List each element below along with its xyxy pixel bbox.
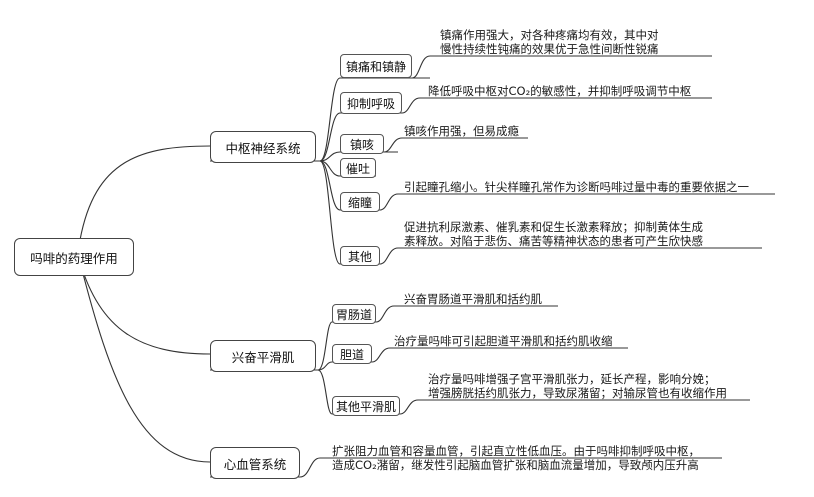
cardio-text: 扩张阻力血管和容量血管，引起直立性低血压。由于吗啡抑制呼吸中枢， 造成CO₂潴留… <box>332 444 700 472</box>
link-root-cardio <box>79 261 211 463</box>
gi-node: 胃肠道 <box>332 304 376 324</box>
cns-label: 中枢神经系统 <box>225 140 301 156</box>
miosis-line-1: 引起瞳孔缩小。针尖样瞳孔常作为诊断吗啡过量中毒的重要依据之一 <box>404 180 749 194</box>
other-line-1: 促进抗利尿激素、催乳素和促生长激素释放；抑制黄体生成 <box>404 220 703 234</box>
smooth-node: 兴奋平滑肌 <box>210 340 316 372</box>
other-smooth-line-1: 治疗量吗啡增强子宫平滑肌张力，延长产程，影响分娩； <box>428 372 716 386</box>
gi-label: 胃肠道 <box>335 307 372 322</box>
cardio-label: 心血管系统 <box>223 456 287 472</box>
respiration-text: 降低呼吸中枢对CO₂的敏感性，并抑制呼吸调节中枢 <box>428 84 691 98</box>
analgesia-label: 镇痛和镇静 <box>345 59 406 74</box>
emesis-node: 催吐 <box>340 158 376 178</box>
respiration-node: 抑制呼吸 <box>340 92 402 114</box>
other-smooth-label: 其他平滑肌 <box>335 399 396 414</box>
respiration-label: 抑制呼吸 <box>346 96 395 111</box>
other-smooth-line-2: 增强膀胱括约肌张力，导致尿潴留；对输尿管也有收缩作用 <box>428 386 727 400</box>
bile-line-1: 治疗量吗啡可引起胆道平滑肌和括约肌收缩 <box>394 334 613 348</box>
bile-node: 胆道 <box>332 344 372 364</box>
analgesia-line-1: 镇痛作用强大，对各种疼痛均有效，其中对 <box>440 28 659 42</box>
gi-line-1: 兴奋胃肠道平滑肌和括约肌 <box>404 292 542 306</box>
cns-node: 中枢神经系统 <box>210 131 316 163</box>
miosis-label: 缩瞳 <box>347 195 372 210</box>
respiration-line-1: 降低呼吸中枢对CO₂的敏感性，并抑制呼吸调节中枢 <box>428 84 692 98</box>
other-node: 其他 <box>340 246 380 266</box>
antitussive-node: 镇咳 <box>340 134 384 154</box>
root-node: 吗啡的药理作用 <box>14 238 134 276</box>
bile-text: 治疗量吗啡可引起胆道平滑肌和括约肌收缩 <box>394 334 613 348</box>
analgesia-text: 镇痛作用强大，对各种疼痛均有效，其中对 慢性持续性钝痛的效果优于急性间断性锐痛 <box>440 28 659 56</box>
analgesia-node: 镇痛和镇静 <box>340 54 412 78</box>
other-line-2: 素释放。对陷于悲伤、痛苦等精神状态的患者可产生欣快感 <box>404 234 703 248</box>
analgesia-line-2: 慢性持续性钝痛的效果优于急性间断性锐痛 <box>440 42 659 56</box>
antitussive-text: 镇咳作用强，但易成瘾 <box>404 124 519 138</box>
link-root-cns <box>79 145 211 241</box>
antitussive-line-1: 镇咳作用强，但易成瘾 <box>404 124 519 138</box>
link-root-smooth <box>79 261 211 355</box>
other-text: 促进抗利尿激素、催乳素和促生长激素释放；抑制黄体生成 素释放。对陷于悲伤、痛苦等… <box>404 220 703 248</box>
bile-label: 胆道 <box>339 347 364 362</box>
other-smooth-node: 其他平滑肌 <box>332 396 400 416</box>
miosis-node: 缩瞳 <box>340 192 380 212</box>
cardio-node: 心血管系统 <box>210 447 300 479</box>
root-label: 吗啡的药理作用 <box>30 250 118 266</box>
smooth-label: 兴奋平滑肌 <box>231 349 295 365</box>
cardio-line-1: 扩张阻力血管和容量血管，引起直立性低血压。由于吗啡抑制呼吸中枢， <box>332 444 700 458</box>
other-smooth-text: 治疗量吗啡增强子宫平滑肌张力，延长产程，影响分娩； 增强膀胱括约肌张力，导致尿潴… <box>428 372 727 400</box>
gi-text: 兴奋胃肠道平滑肌和括约肌 <box>404 292 542 306</box>
emesis-label: 催吐 <box>345 161 370 176</box>
miosis-text: 引起瞳孔缩小。针尖样瞳孔常作为诊断吗啡过量中毒的重要依据之一 <box>404 180 749 194</box>
cardio-line-2: 造成CO₂潴留，继发性引起脑血管扩张和脑血流量增加，导致颅内压升高 <box>332 458 699 472</box>
antitussive-label: 镇咳 <box>349 137 374 152</box>
other-label: 其他 <box>347 249 372 264</box>
